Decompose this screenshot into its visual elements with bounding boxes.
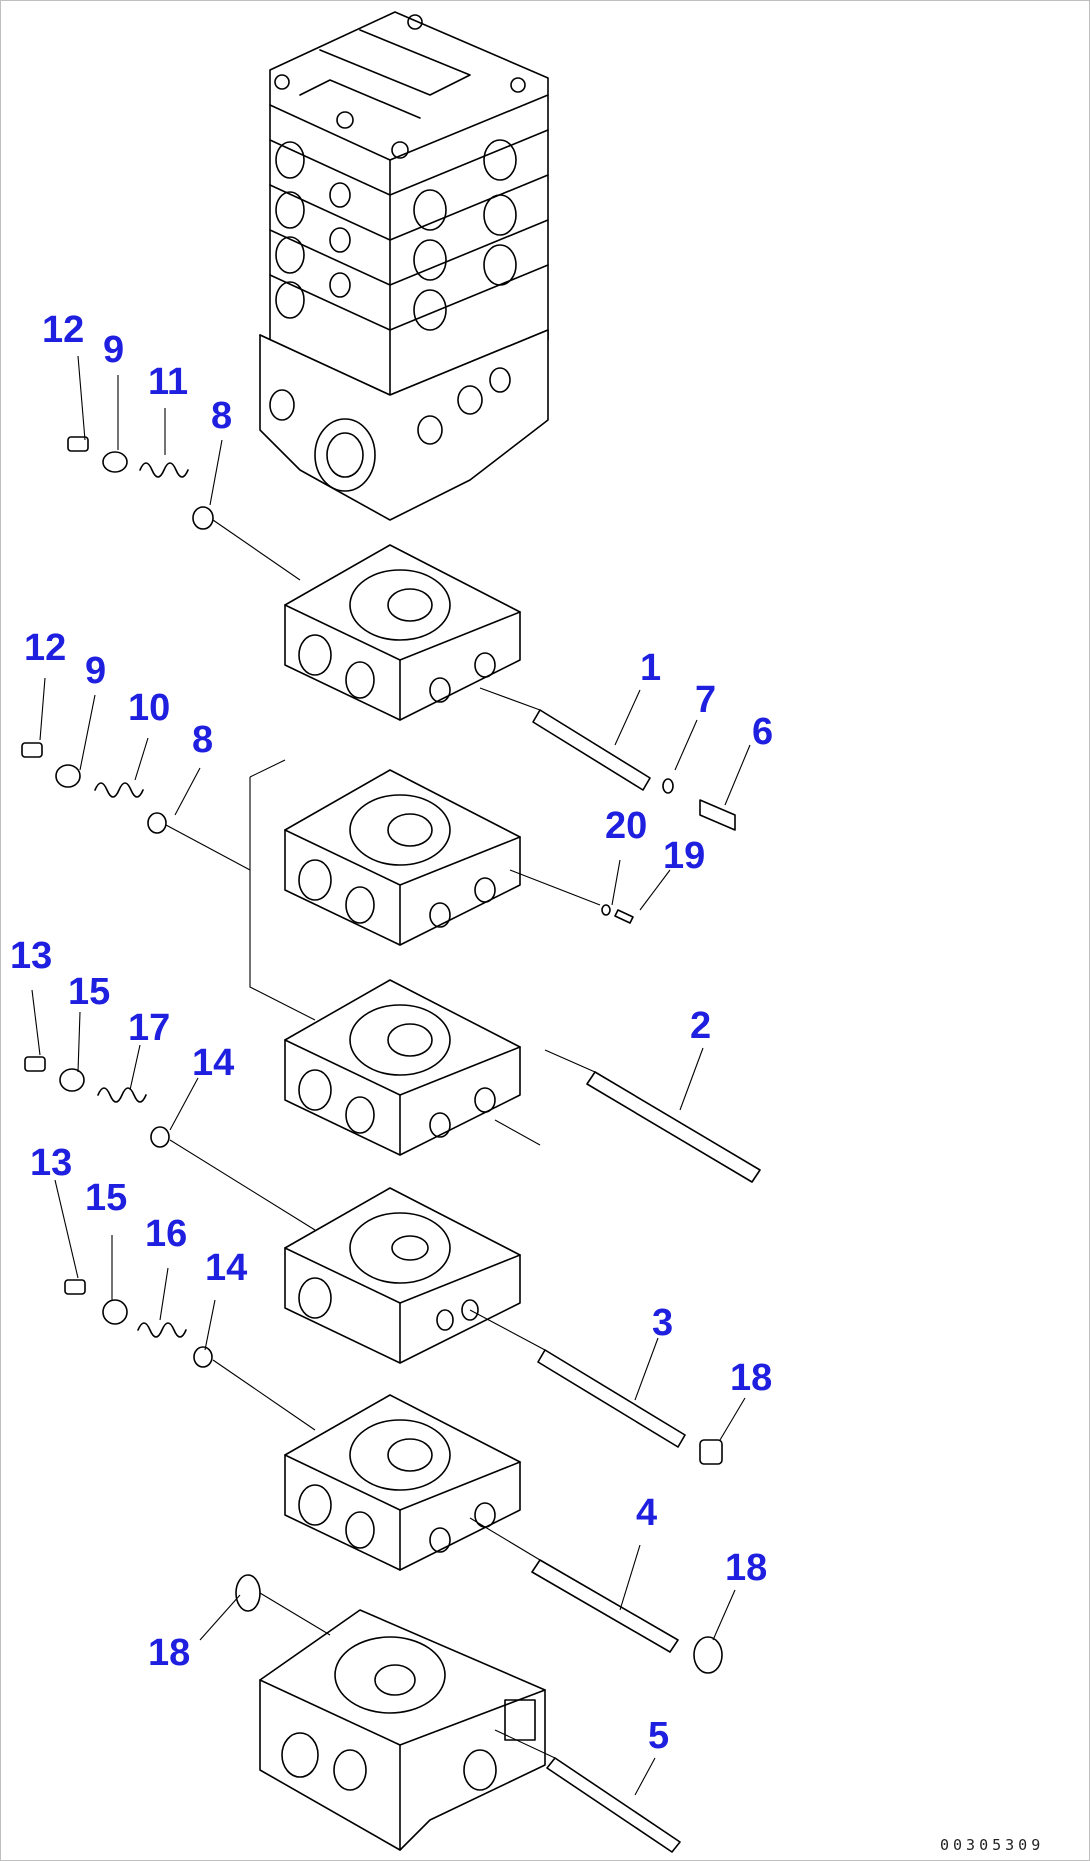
spool-2 (494, 1049, 761, 1183)
valve-section-2 (284, 769, 521, 946)
callout-8: 8 (211, 395, 232, 437)
callout-9: 9 (85, 650, 106, 692)
spool-5 (494, 1729, 681, 1853)
callout-5: 5 (648, 1715, 669, 1757)
plug-18-left (235, 1574, 331, 1636)
leader-lines (31, 355, 751, 1796)
left-parts-row-4 (64, 1279, 316, 1431)
callout-12: 12 (42, 309, 84, 351)
left-parts-row-3 (24, 1056, 316, 1231)
callout-9: 9 (103, 329, 124, 371)
callout-20: 20 (605, 805, 647, 847)
callout-4: 4 (636, 1492, 657, 1534)
valve-section-5 (284, 1394, 521, 1571)
valve-section-1 (284, 544, 521, 721)
callout-14: 14 (192, 1042, 234, 1084)
callout-13: 13 (10, 935, 52, 977)
callout-16: 16 (145, 1213, 187, 1255)
callout-14: 14 (205, 1247, 247, 1289)
drawing-code: 00305309 (940, 1836, 1044, 1854)
callout-18: 18 (730, 1357, 772, 1399)
left-parts-row-2 (21, 742, 251, 871)
valve-section-4 (284, 1187, 521, 1364)
plug-19-20 (509, 869, 634, 924)
callout-11: 11 (148, 361, 188, 403)
callout-8: 8 (192, 719, 213, 761)
callout-19: 19 (663, 835, 705, 877)
callout-2: 2 (690, 1005, 711, 1047)
callout-3: 3 (652, 1302, 673, 1344)
callout-7: 7 (695, 679, 716, 721)
callout-6: 6 (752, 711, 773, 753)
valve-end-section (259, 1609, 546, 1851)
callout-18: 18 (725, 1547, 767, 1589)
callout-13: 13 (30, 1142, 72, 1184)
callout-15: 15 (68, 971, 110, 1013)
spool-1 (479, 687, 736, 831)
spool-4 (469, 1517, 723, 1674)
callout-10: 10 (128, 687, 170, 729)
spool-3 (469, 1309, 723, 1465)
callout-1: 1 (640, 647, 661, 689)
control-valve-assembly (259, 11, 549, 521)
callout-17: 17 (128, 1007, 170, 1049)
callout-15: 15 (85, 1177, 127, 1219)
callouts: 12 9 11 8 12 9 10 8 1 7 6 20 19 13 15 17… (10, 309, 773, 1757)
left-parts-row-1 (67, 436, 301, 581)
callout-18: 18 (148, 1632, 190, 1674)
callout-12: 12 (24, 627, 66, 669)
valve-section-3 (249, 759, 521, 1156)
